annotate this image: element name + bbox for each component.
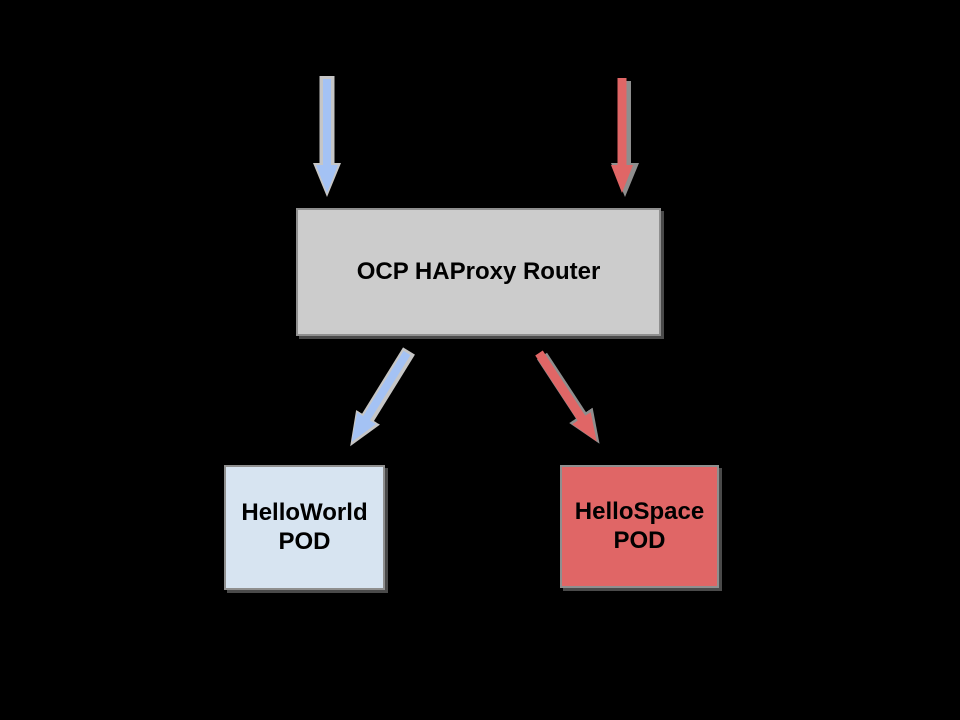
router-node: OCP HAProxy Router: [296, 208, 661, 336]
pod-node-helloworld: HelloWorld POD: [224, 465, 385, 590]
blue-route-arrow: [351, 350, 411, 442]
pod-node-hellospace: HelloSpace POD: [560, 465, 719, 588]
router-label: OCP HAProxy Router: [356, 257, 601, 285]
hellospace-pod-label: HelloSpace POD: [574, 497, 705, 554]
helloworld-pod-label: HelloWorld POD: [241, 498, 368, 555]
red-route-arrow: [535, 350, 597, 442]
